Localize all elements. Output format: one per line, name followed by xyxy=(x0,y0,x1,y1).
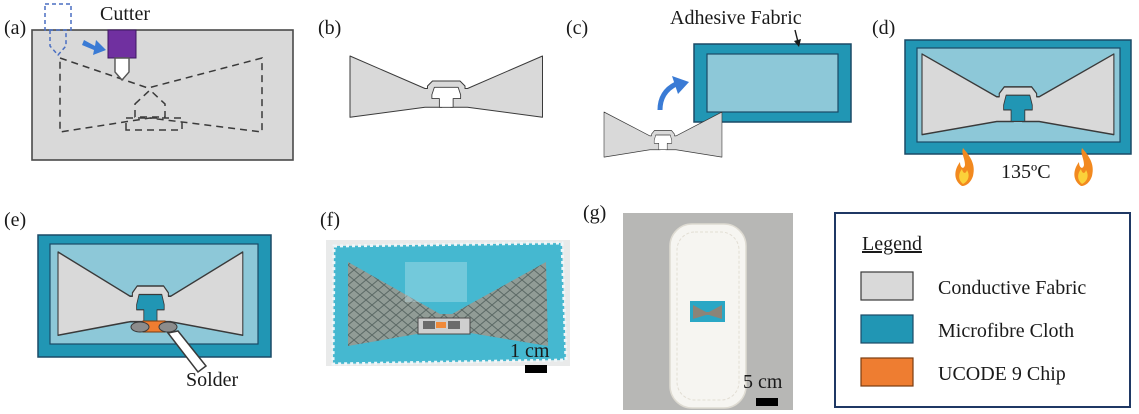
adhesive-fabric-label: Adhesive Fabric xyxy=(670,7,802,29)
legend-swatch-microfibre xyxy=(860,314,914,344)
ghost-cutter-icon xyxy=(44,3,72,57)
legend-label-microfibre: Microfibre Cloth xyxy=(938,320,1074,342)
dashed-cut-outline xyxy=(59,56,263,133)
cutter-icon xyxy=(107,29,137,82)
panel-g: (g) 5 cm xyxy=(583,202,793,410)
move-arrow-icon xyxy=(82,40,106,55)
panel-e: (e) Solder xyxy=(4,209,272,391)
apply-arrow-icon xyxy=(657,81,678,111)
solder-label: Solder xyxy=(186,369,239,391)
scale-bar xyxy=(525,365,547,373)
adhesive-fabric-inner xyxy=(706,53,839,113)
panel-d: (d) 135ºC xyxy=(872,17,1132,186)
panel-b-label: (b) xyxy=(318,17,341,39)
solder-joint-left xyxy=(130,321,150,333)
scale-bar-label: 5 cm xyxy=(743,371,783,393)
solder-joint-right xyxy=(158,321,178,333)
panel-c: (c) Adhesive Fabric xyxy=(566,7,852,158)
legend-title: Legend xyxy=(862,233,922,255)
pad-photo xyxy=(623,213,793,410)
adhesive-pointer-head xyxy=(794,39,801,47)
legend-swatch-chip xyxy=(860,357,914,387)
panel-c-label: (c) xyxy=(566,17,588,39)
panel-f: (f) 1 cm xyxy=(320,209,570,373)
panel-b: (b) xyxy=(318,17,543,118)
panel-f-label: (f) xyxy=(320,209,340,231)
scale-bar-label: 1 cm xyxy=(510,340,550,362)
soldering-iron-icon xyxy=(166,330,208,374)
conductive-fabric-sheet xyxy=(31,29,294,161)
temperature-label: 135ºC xyxy=(1001,161,1051,183)
panel-g-label: (g) xyxy=(583,202,606,224)
cut-conductive-antenna xyxy=(349,55,543,118)
panel-d-label: (d) xyxy=(872,17,895,39)
cutter-label: Cutter xyxy=(100,3,150,25)
legend-label-conductive: Conductive Fabric xyxy=(938,277,1086,299)
tag-photo xyxy=(326,240,570,366)
panel-e-label: (e) xyxy=(4,209,26,231)
legend-label-chip: UCODE 9 Chip xyxy=(938,363,1066,385)
panel-a-label: (a) xyxy=(4,17,26,39)
panel-a: (a) Cutter xyxy=(4,3,294,161)
legend: Legend Conductive Fabric Microfibre Clot… xyxy=(834,212,1131,408)
legend-swatch-conductive xyxy=(860,271,914,301)
scale-bar xyxy=(756,398,778,406)
apply-arrow-head xyxy=(672,76,689,94)
